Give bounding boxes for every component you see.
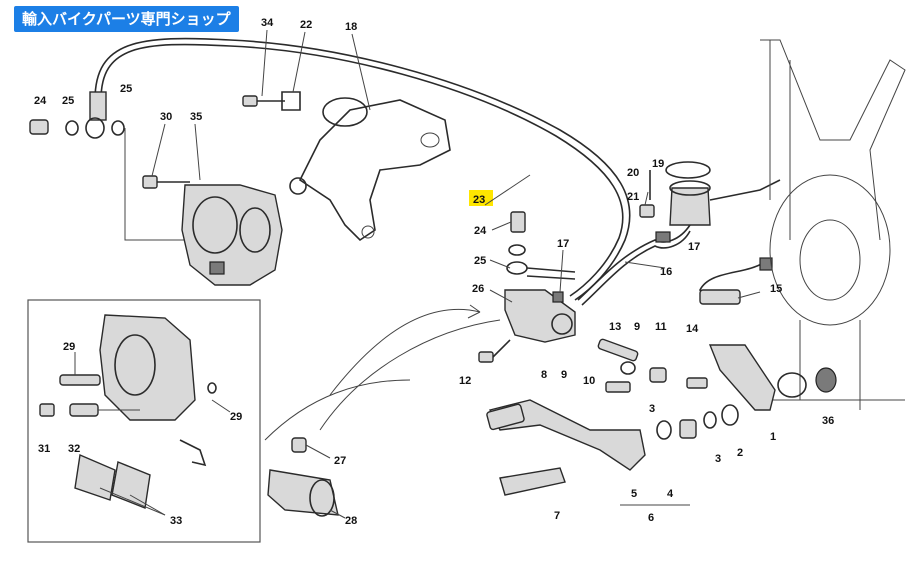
callout-36: 36: [822, 415, 834, 427]
callout-24: 24: [34, 95, 47, 107]
callout-26: 26: [472, 283, 484, 295]
callout-18: 18: [345, 21, 357, 33]
highlight-marker: [469, 190, 493, 206]
callout-22: 22: [300, 19, 312, 31]
callout-25: 25: [62, 95, 74, 107]
callout-16: 16: [660, 266, 672, 278]
callout-11: 11: [655, 321, 667, 333]
reservoir-banjo-27-28: [267, 437, 339, 517]
callout-10: 10: [583, 375, 595, 387]
callout-9: 9: [634, 321, 640, 333]
callout-4: 4: [667, 488, 674, 500]
shop-name-badge: 輸入バイクパーツ専門ショップ: [14, 6, 239, 32]
callout-34: 34: [261, 17, 274, 29]
detail-inset: [27, 299, 261, 543]
brake-hose: [89, 37, 631, 301]
callout-25: 25: [120, 83, 132, 95]
callout-1: 1: [770, 431, 776, 443]
callout-13: 13: [609, 321, 621, 333]
reservoir-assembly: [577, 161, 781, 306]
callout-21: 21: [627, 191, 639, 203]
callout-14: 14: [686, 323, 699, 335]
brake-light-switch: [699, 257, 773, 305]
callout-9: 9: [561, 369, 567, 381]
callout-27: 27: [334, 455, 346, 467]
callout-30: 30: [160, 111, 172, 123]
banjo-fittings-left: [29, 117, 200, 241]
callout-labels: 34 22 18 24 25 25 30 35 23 24 17 25 26 1…: [34, 17, 834, 527]
bolt-34-clip-22: [242, 91, 301, 111]
callout-2: 2: [737, 447, 743, 459]
callout-17: 17: [557, 238, 569, 250]
callout-31: 31: [38, 443, 50, 455]
callout-29: 29: [230, 411, 242, 423]
caliper-bracket: [289, 97, 451, 242]
callout-7: 7: [554, 510, 560, 522]
callout-35: 35: [190, 111, 202, 123]
frame-section: [760, 39, 906, 410]
callout-23: 23: [473, 194, 485, 206]
callout-19: 19: [652, 158, 664, 170]
callout-6: 6: [648, 512, 654, 524]
callout-29: 29: [63, 341, 75, 353]
callout-24: 24: [474, 225, 487, 237]
leader-lines: [74, 29, 761, 519]
callout-33: 33: [170, 515, 182, 527]
callout-3: 3: [715, 453, 721, 465]
callout-32: 32: [68, 443, 80, 455]
callout-20: 20: [627, 167, 639, 179]
callout-25: 25: [474, 255, 486, 267]
rear-caliper: [142, 175, 283, 286]
callout-12: 12: [459, 375, 471, 387]
rear-master-cylinder: [478, 211, 576, 363]
callout-17: 17: [688, 241, 700, 253]
callout-15: 15: [770, 283, 782, 295]
callout-3: 3: [649, 403, 655, 415]
callout-5: 5: [631, 488, 637, 500]
pointer-arrows: [264, 304, 501, 441]
callout-8: 8: [541, 369, 547, 381]
callout-28: 28: [345, 515, 357, 527]
brake-pedal-assembly: [486, 338, 837, 506]
